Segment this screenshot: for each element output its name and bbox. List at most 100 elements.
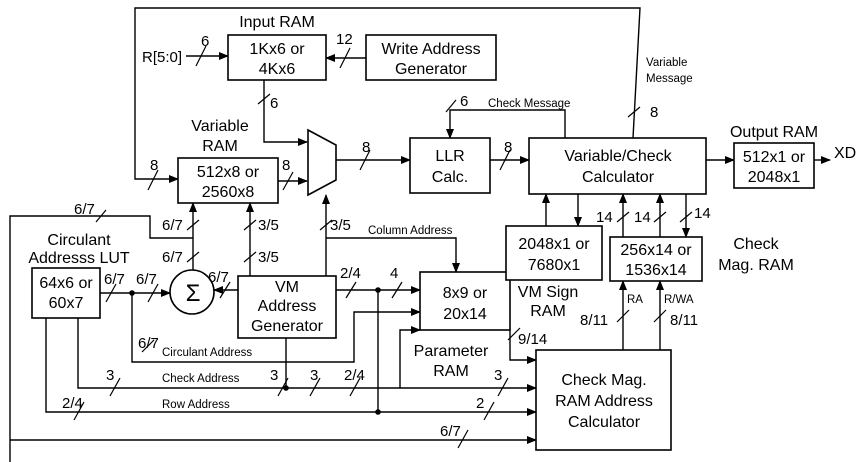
variable-check-calculator-block [528, 137, 707, 195]
cm-calc-line3: Calculator [568, 414, 641, 431]
w-8c: 8 [362, 139, 370, 156]
w-67h: 6/7 [440, 423, 461, 440]
vm-sign-line1: 2048x1 or [518, 236, 590, 253]
input-ram-title: Input RAM [239, 14, 315, 31]
variable-ram-line2: 2560x8 [202, 184, 255, 201]
llr-calc-block [409, 137, 491, 194]
variable-ram-block [177, 157, 279, 204]
w-35a: 3/5 [258, 217, 279, 234]
output-ram-title: Output RAM [730, 124, 818, 141]
r-input-label: R[5:0] [142, 49, 182, 66]
param-ram-title2: RAM [433, 363, 469, 380]
circulant-lut-title1: Circulant [47, 232, 111, 249]
variable-ram-line1: 512x8 or [197, 164, 260, 181]
write-address-line1: Write Address [381, 41, 480, 58]
vm-addr-line2: Address [258, 298, 317, 315]
output-ram-line2: 2048x1 [748, 169, 801, 186]
w-14b: 14 [634, 209, 651, 226]
w-67b: 6/7 [162, 217, 183, 234]
w-35c: 3/5 [330, 217, 351, 234]
write-address-line2: Generator [395, 61, 468, 78]
w-4: 4 [390, 265, 398, 282]
vm-addr-line1: VM [275, 279, 299, 296]
rwa-label: R/WA [664, 294, 694, 306]
w-8e: 8 [650, 104, 658, 121]
w-67f: 6/7 [136, 271, 157, 288]
w-811a: 8/11 [580, 312, 608, 329]
circulant-lut-line1: 64x6 or [39, 275, 93, 292]
vc-calc-line1: Variable/Check [564, 148, 672, 165]
w-8b: 8 [282, 157, 290, 174]
variable-message-label2: Message [646, 73, 693, 85]
circulant-lut-title2: Addresss LUT [28, 250, 130, 267]
check-mag-title2: Mag. RAM [718, 257, 794, 274]
circulant-lut-block [31, 267, 101, 319]
xd-output-label: XD [834, 145, 856, 162]
vm-sign-ram-block [505, 225, 603, 281]
column-address-label: Column Address [368, 225, 453, 237]
w-67g: 6/7 [138, 335, 159, 352]
variable-ram-title2: RAM [202, 138, 238, 155]
output-ram-block [733, 142, 815, 189]
w-24b: 2/4 [344, 367, 365, 384]
output-ram-line1: 512x1 or [743, 149, 806, 166]
w-6a: 6 [201, 33, 209, 50]
input-ram-line2: 4Kx6 [259, 61, 296, 78]
parameter-ram-block [419, 271, 511, 331]
vm-address-generator-block [237, 275, 337, 339]
circulant-lut-line2: 60x7 [49, 295, 84, 312]
sum-node [169, 269, 215, 315]
variable-ram-title1: Variable [191, 118, 249, 135]
check-mag-title1: Check [733, 236, 779, 253]
w-67a: 6/7 [74, 201, 95, 218]
w-67e: 6/7 [104, 271, 125, 288]
circulant-address-label: Circulant Address [162, 347, 252, 359]
w-14c: 14 [694, 205, 711, 222]
vm-sign-title1: VM Sign [518, 284, 578, 301]
input-ram-block [227, 34, 327, 81]
mux-trapezoid [307, 128, 337, 197]
param-ram-line2: 20x14 [443, 306, 487, 323]
check-mag-line2: 1536x14 [625, 262, 686, 279]
w-3b: 3 [270, 367, 278, 384]
param-ram-line1: 8x9 or [443, 285, 488, 302]
llr-line1: LLR [435, 148, 464, 165]
wires [9, 7, 831, 462]
w-3d: 3 [494, 367, 502, 384]
row-address-label: Row Address [162, 399, 230, 411]
write-address-generator-block [365, 34, 497, 81]
cm-calc-line2: RAM Address [555, 393, 653, 410]
vc-calc-line2: Calculator [582, 169, 655, 186]
w-6c: 6 [460, 93, 468, 110]
w-24a: 2/4 [340, 265, 361, 282]
w-8a: 8 [150, 157, 158, 174]
w-2: 2 [476, 395, 484, 412]
param-ram-title1: Parameter [414, 343, 489, 360]
w-914: 9/14 [518, 331, 547, 348]
check-message-label: Check Message [488, 98, 570, 110]
check-mag-address-calculator-block [535, 349, 672, 451]
w-14a: 14 [596, 209, 613, 226]
w-8d: 8 [504, 139, 512, 156]
w-811b: 8/11 [670, 312, 698, 329]
w-3a: 3 [106, 367, 114, 384]
check-address-label: Check Address [162, 373, 240, 385]
vm-sign-line2: 7680x1 [528, 257, 581, 274]
w-3c: 3 [310, 367, 318, 384]
ra-label: RA [627, 294, 643, 306]
llr-line2: Calc. [432, 169, 468, 186]
input-ram-line1: 1Kx6 or [249, 41, 305, 58]
vm-addr-line3: Generator [251, 318, 324, 335]
check-mag-line1: 256x14 or [620, 242, 692, 259]
cm-calc-line1: Check Mag. [561, 372, 646, 389]
sum-symbol: Σ [186, 280, 201, 307]
w-67c: 6/7 [162, 249, 183, 266]
vm-sign-title2: RAM [530, 303, 566, 320]
w-67d: 6/7 [208, 269, 229, 286]
variable-message-label1: Variable [646, 57, 687, 69]
w-35b: 3/5 [258, 249, 279, 266]
check-mag-ram-block [609, 236, 703, 282]
w-24c: 2/4 [62, 395, 83, 412]
w-6b: 6 [270, 95, 278, 112]
